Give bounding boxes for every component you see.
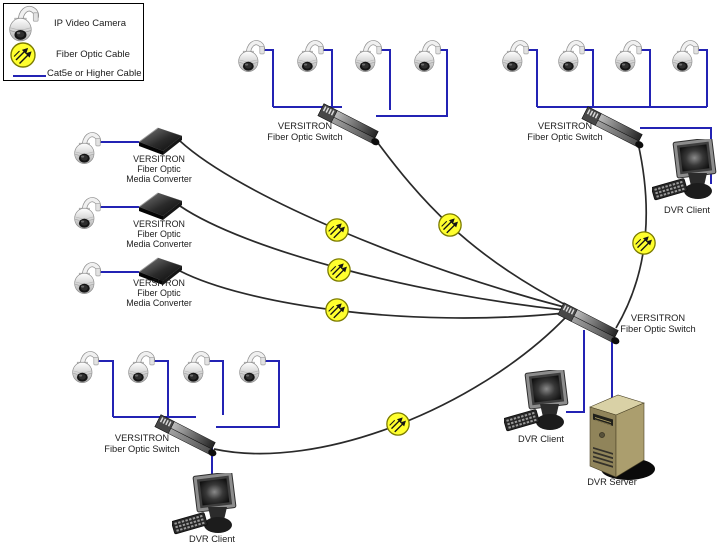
dvr-server — [589, 394, 656, 481]
label-bottom-switch: VERSITRON Fiber Optic Switch — [104, 433, 180, 454]
ip-camera — [298, 43, 324, 72]
ip-camera — [75, 135, 101, 164]
ip-camera — [240, 354, 266, 383]
legend-fiber-label: Fiber Optic Cable — [56, 49, 130, 60]
fiber-cable-converter2-to-core — [179, 205, 565, 311]
ip-camera — [73, 354, 99, 383]
cat5e-segment-center-client — [566, 330, 585, 413]
label-converter-2: VERSITRON Fiber Optic Media Converter — [126, 219, 192, 249]
ip-camera — [184, 354, 210, 383]
cat5e-segment — [525, 49, 538, 107]
ip-camera — [616, 43, 642, 72]
label-converter-1: VERSITRON Fiber Optic Media Converter — [126, 154, 192, 184]
ip-camera — [239, 43, 265, 72]
fiber-optic-switch-core — [557, 302, 625, 347]
legend-cat5e-label: Cat5e or Higher Cable — [47, 68, 142, 79]
fiber-cable-bottom-switch-to-core — [213, 316, 567, 455]
dvr-client-center — [504, 370, 570, 433]
fiber-cable-converter3-to-core — [179, 270, 566, 319]
label-core-switch: VERSITRON Fiber Optic Switch — [620, 313, 696, 334]
fiber-connector — [632, 231, 656, 255]
ip-camera — [129, 354, 155, 383]
fiber-cable-converter1-to-core — [179, 140, 565, 308]
fiber-connector — [386, 412, 410, 436]
cat5e-segment — [206, 360, 224, 415]
fiber-connector — [325, 298, 349, 322]
cat5e-segment — [261, 49, 274, 107]
ip-camera — [673, 43, 699, 72]
label-dvr-server: DVR Server — [587, 477, 637, 487]
cat5e-segment — [320, 49, 333, 107]
fiber-connector — [438, 213, 462, 237]
ip-camera — [559, 43, 585, 72]
fiber-media-converter-2 — [138, 192, 183, 221]
label-dvr-client-right: DVR Client — [664, 205, 710, 215]
fiber-cables — [179, 138, 648, 455]
label-top-switch: VERSITRON Fiber Optic Switch — [267, 121, 343, 142]
dome-camera-icon — [9, 3, 39, 43]
fiber-connector-icon — [10, 42, 36, 68]
label-right-switch: VERSITRON Fiber Optic Switch — [527, 121, 603, 142]
cat5e-cables — [95, 49, 712, 478]
ip-camera — [415, 43, 441, 72]
fiber-connector — [325, 218, 349, 242]
dvr-client-bottom — [172, 473, 238, 536]
cat5e-segment — [216, 360, 280, 428]
fiber-connector — [327, 258, 351, 282]
label-dvr-client-bottom: DVR Client — [189, 534, 235, 544]
label-dvr-client-center: DVR Client — [518, 434, 564, 444]
dvr-client-right — [652, 139, 718, 202]
ip-camera — [75, 265, 101, 294]
legend-camera-label: IP Video Camera — [54, 18, 126, 29]
cat5e-segment — [695, 49, 708, 107]
cat5e-segment — [95, 360, 114, 417]
ip-camera — [503, 43, 529, 72]
cat5e-segment — [378, 49, 391, 110]
cat5e-segment — [581, 49, 594, 107]
fiber-media-converter-1 — [138, 127, 183, 156]
cat5e-segment — [638, 49, 651, 107]
cat5e-line-icon — [13, 75, 46, 77]
ip-camera — [75, 200, 101, 229]
cat5e-segment — [151, 360, 169, 417]
ip-camera — [356, 43, 382, 72]
label-converter-3: VERSITRON Fiber Optic Media Converter — [126, 278, 192, 308]
cat5e-segment — [376, 49, 448, 117]
legend: IP Video Camera Fiber Optic Cable Cat5e … — [3, 3, 144, 81]
